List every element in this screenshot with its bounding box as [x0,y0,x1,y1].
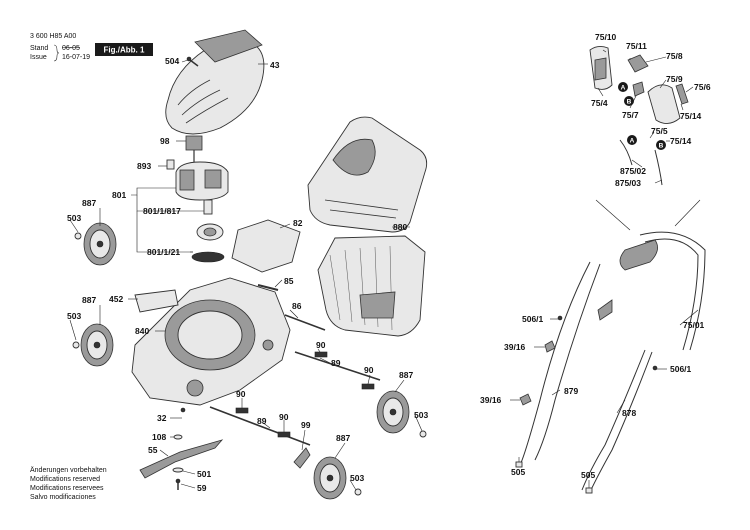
label-75-8: 75/8 [666,51,683,61]
label-75-10: 75/10 [595,32,617,42]
label-75-01: 75/01 [683,320,705,330]
issue-value: 16-07-19 [62,54,90,61]
issue-label: Issue [30,54,47,61]
label-893: 893 [137,161,151,171]
wheel-rear-bottom [313,456,362,500]
label-503-d: 503 [350,473,364,483]
grass-box-lid [307,116,428,233]
label-887-a: 887 [82,198,96,208]
label-75-9: 75/9 [666,74,683,84]
rear-flap [231,219,301,273]
label-89-a: 89 [331,358,341,368]
part-893 [166,159,175,170]
header-block: 3 600 H85 A00 Stand Issue 06-05 16-07-19… [30,33,153,62]
stand-label: Stand [30,45,48,52]
header-brace [53,44,60,62]
leader-lines [69,49,699,491]
wheel-rear-right [376,390,427,438]
label-801-1-817: 801/1/817 [143,206,181,216]
label-86: 86 [292,301,302,311]
label-75-11: 75/11 [626,41,647,51]
label-501: 501 [197,469,211,479]
footer-line-de: Änderungen vorbehalten [30,466,107,474]
label-90-c: 90 [236,389,246,399]
label-89-b: 89 [257,416,267,426]
mulch-plate [134,289,179,313]
footer-line-es: Salvo modificaciones [30,494,96,501]
wheel-front-left-top [74,222,117,266]
label-506-1-a: 506/1 [522,314,544,324]
lever-99 [293,447,311,469]
label-39-16-a: 39/16 [504,342,526,352]
label-879: 879 [564,386,578,396]
label-503-b: 503 [67,311,81,321]
label-75-14-a: 75/14 [680,111,702,121]
label-39-16-b: 39/16 [480,395,502,405]
label-55: 55 [148,445,158,455]
footer-notes: Änderungen vorbehalten Modifications res… [30,466,107,501]
label-506-1-b: 506/1 [670,364,692,374]
label-503-a: 503 [67,213,81,223]
label-505-a: 505 [511,467,525,477]
label-108: 108 [152,432,166,442]
label-875-03: 875/03 [615,178,641,188]
label-875-02: 875/02 [620,166,646,176]
label-59: 59 [197,483,207,493]
label-880: 880 [393,222,407,232]
label-85: 85 [284,276,294,286]
label-887-c: 887 [399,370,413,380]
label-82: 82 [293,218,303,228]
footer-line-fr: Modifications reservees [30,485,104,492]
part-labels: 504 43 98 893 801 801/1/817 801/1/21 887… [67,32,711,493]
svg-text:B: B [659,143,664,150]
svg-text:A: A [621,85,626,92]
switch-box [589,45,701,231]
mower-deck [131,277,291,406]
motor-assembly [175,135,229,263]
axle-rods [209,284,381,446]
connector-badges: A B A B [618,82,666,150]
label-801: 801 [112,190,126,200]
label-43: 43 [270,60,280,70]
figure-badge-bg [95,43,153,56]
handle-assembly [515,231,706,494]
svg-text:B: B [627,99,632,106]
label-505-b: 505 [581,470,595,480]
label-75-7: 75/7 [622,110,639,120]
label-90-d: 90 [279,412,289,422]
label-840: 840 [135,326,149,336]
label-75-5: 75/5 [651,126,668,136]
label-99: 99 [301,420,311,430]
label-801-1-21: 801/1/21 [147,247,180,257]
motor-cover [165,29,265,135]
label-887-b: 887 [82,295,96,305]
stand-value: 06-05 [62,45,80,52]
footer-line-en: Modifications reserved [30,476,100,483]
label-32: 32 [157,413,167,423]
label-503-c: 503 [414,410,428,420]
grass-box [317,235,426,337]
figure-badge: Fig./Abb. 1 [104,46,145,55]
label-75-6: 75/6 [694,82,711,92]
svg-text:A: A [630,138,635,145]
label-90-a: 90 [316,340,326,350]
label-504: 504 [165,56,179,66]
wheel-front-left-bottom [72,323,114,367]
doc-number: 3 600 H85 A00 [30,33,76,40]
label-75-14-b: 75/14 [670,136,692,146]
label-878: 878 [622,408,636,418]
label-887-d: 887 [336,433,350,443]
label-98: 98 [160,136,170,146]
label-75-4: 75/4 [591,98,608,108]
blade-assembly [139,407,224,490]
label-90-b: 90 [364,365,374,375]
label-452: 452 [109,294,123,304]
